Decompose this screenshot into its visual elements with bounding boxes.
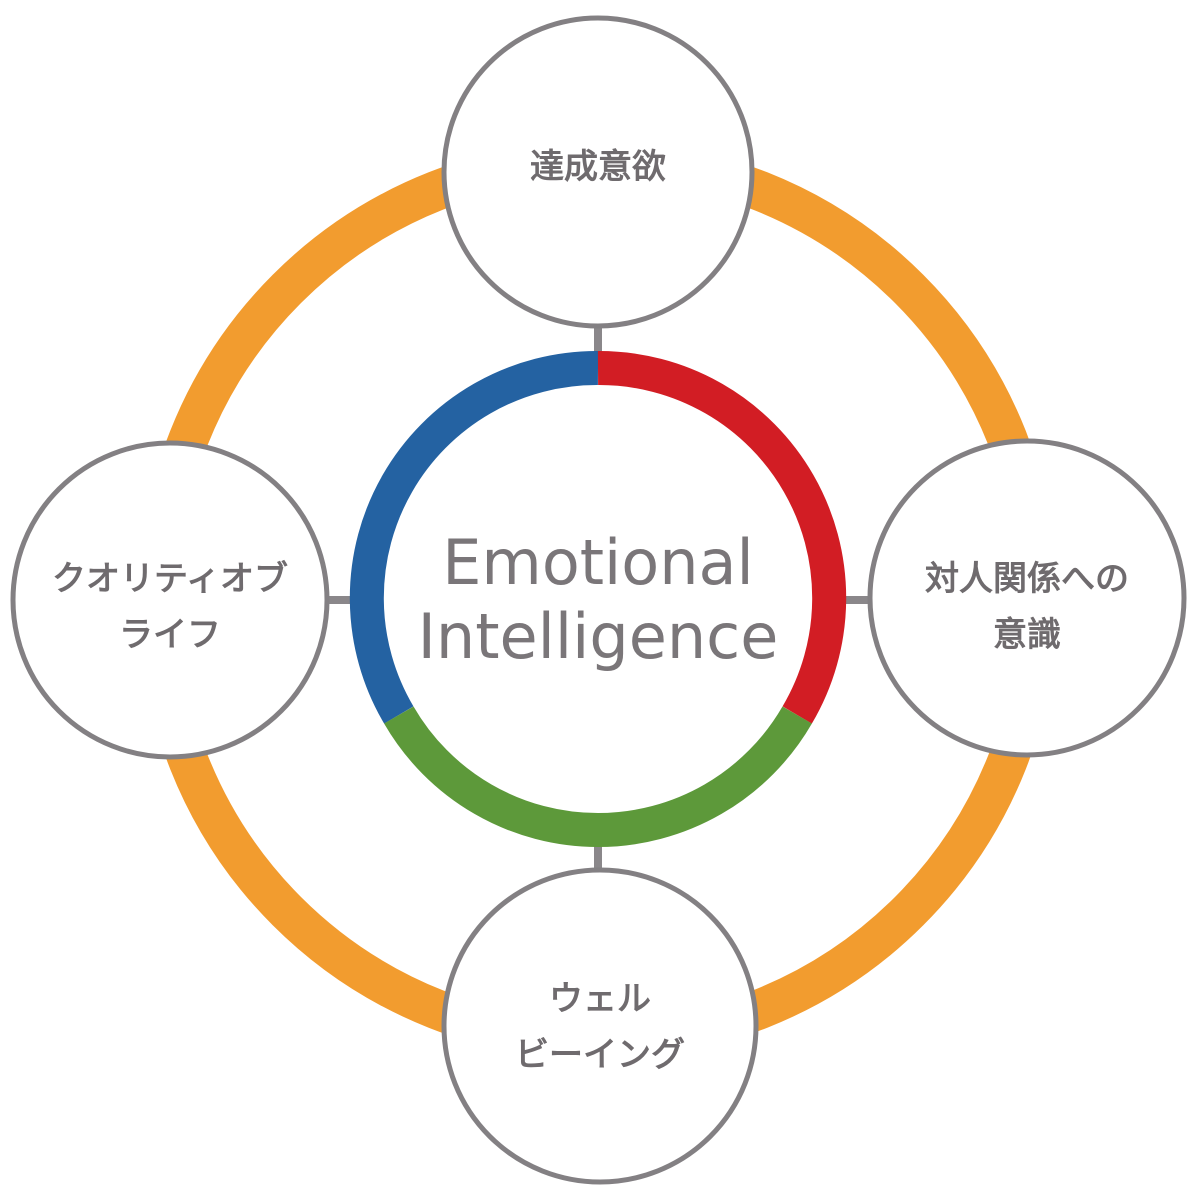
node-left: クオリティオブ ライフ — [10, 440, 330, 760]
node-bottom: ウェル ビーイング — [441, 867, 759, 1185]
node-right-circle — [867, 438, 1187, 758]
node-left-label-line2: ライフ — [119, 615, 221, 655]
node-bottom-label-line1: ウェル — [549, 979, 651, 1019]
node-left-circle — [10, 440, 330, 760]
center-title-line1: Emotional — [442, 526, 753, 599]
center-ring-segment-red — [597, 350, 847, 724]
node-bottom-label-line2: ビーイング — [515, 1035, 685, 1075]
node-top-circle — [441, 15, 755, 329]
node-top: 達成意欲 — [441, 15, 755, 329]
node-right: 対人関係への 意識 — [867, 438, 1187, 758]
node-right-label-line1: 対人関係への — [925, 559, 1129, 599]
center-title-line2: Intelligence — [418, 600, 779, 673]
center-ring-segment-blue — [349, 350, 599, 724]
node-right-label-line2: 意識 — [993, 615, 1061, 655]
node-top-label: 達成意欲 — [530, 147, 666, 187]
node-left-label-line1: クオリティオブ — [52, 559, 288, 599]
node-bottom-circle — [441, 867, 759, 1185]
center-ring-segment-green — [384, 706, 812, 847]
